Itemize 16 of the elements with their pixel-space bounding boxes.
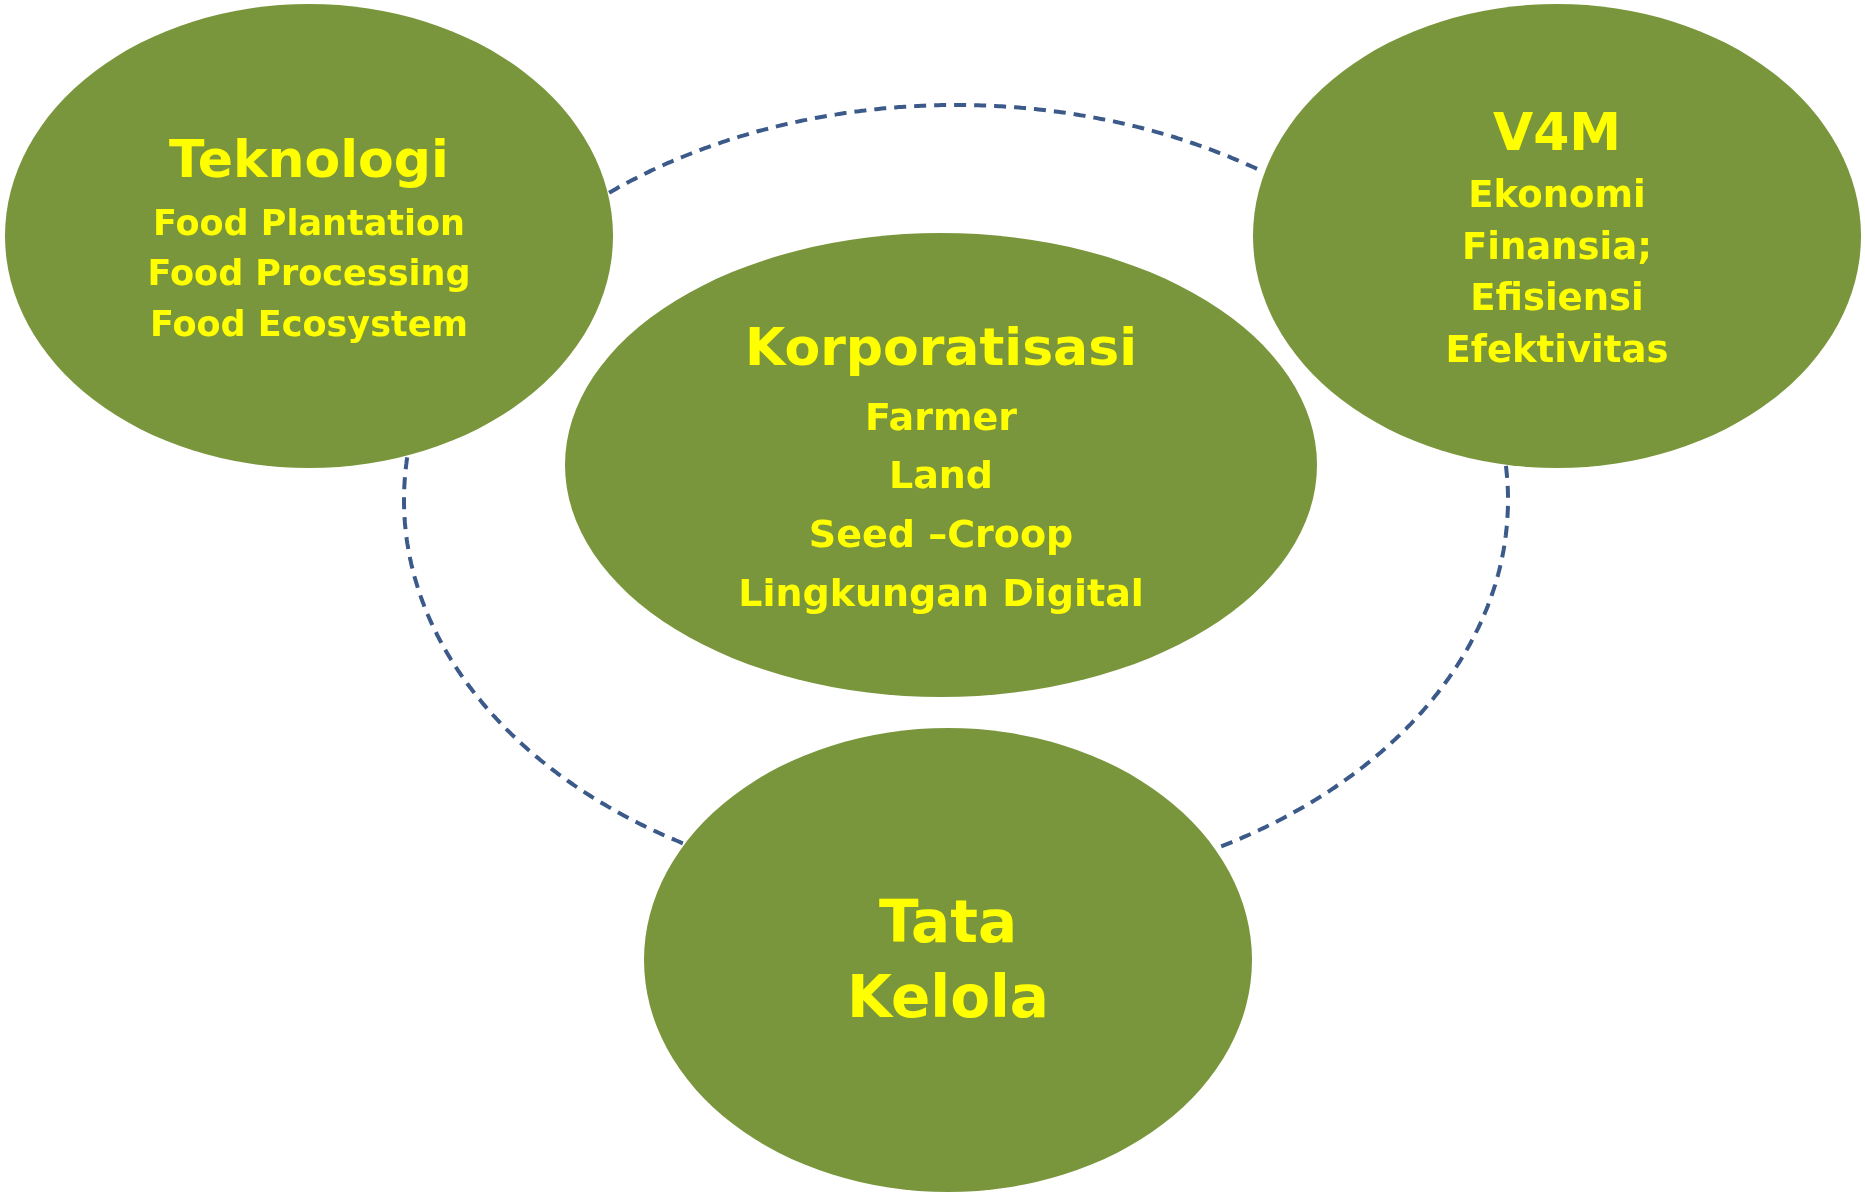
node-text: Efisiensi [1470,275,1644,322]
node-text: Lingkungan Digital [738,570,1144,618]
node-text: Food Ecosystem [150,303,468,347]
node-heading: Teknologi [169,128,449,192]
node-heading: Korporatisasi [745,315,1137,379]
node-text: Food Processing [147,252,471,296]
node-heading: V4M [1492,101,1622,164]
dashed-connector [402,457,685,846]
node-text: Ekonomi [1468,171,1646,218]
node-text: Food Plantation [152,201,465,245]
node-text: Efektivitas [1445,327,1669,374]
node-text: Seed –Croop [808,511,1074,559]
node-text: Farmer [864,393,1018,441]
node-text: Land [888,452,994,500]
node-text: Finansia; [1461,223,1653,270]
node-heading: Tata Kelola [846,886,1050,1033]
